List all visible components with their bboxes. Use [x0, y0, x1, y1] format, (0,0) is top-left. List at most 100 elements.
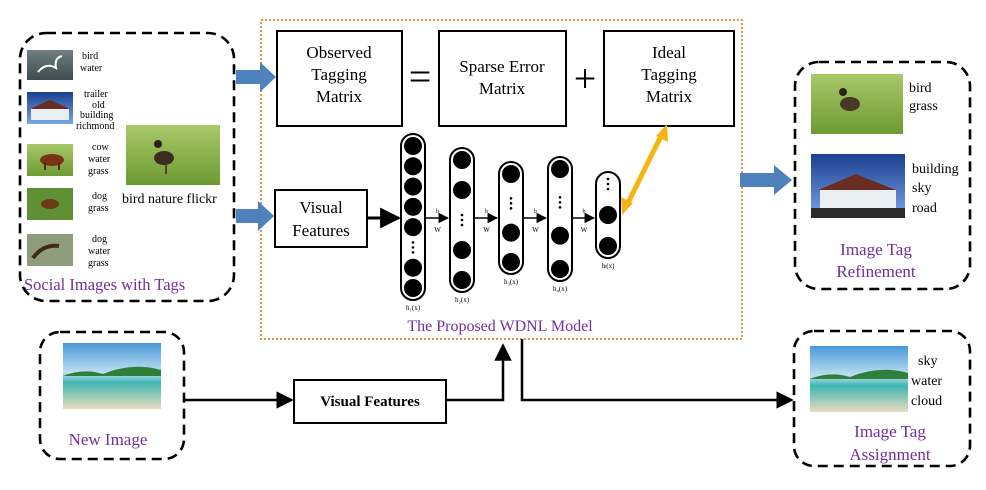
ideal-line-3: Matrix [646, 87, 693, 106]
layer-ellipsis-dot [509, 197, 513, 200]
visual-features-box [293, 379, 447, 424]
layer-1-capsule [400, 133, 426, 301]
network-node [551, 260, 569, 278]
thumb-tag: trailer [84, 89, 109, 100]
thumb-tag: cow [92, 142, 109, 153]
visual-features-label: Visual Features [320, 394, 420, 410]
network-to-ideal-arrow [621, 124, 668, 215]
layer-ellipsis-dot [606, 182, 610, 186]
observed-line-2: Tagging [311, 65, 367, 84]
dog-grass-photo [27, 188, 73, 220]
social-to-features-arrow [236, 201, 274, 231]
bias-label: b [534, 209, 537, 215]
observed-line-1: Observed [306, 43, 372, 62]
model-title: The Proposed WDNL Model [407, 318, 593, 335]
assigned-tag: sky [918, 354, 937, 369]
layer-ellipsis-dot [558, 201, 562, 204]
weight-label: W [581, 226, 588, 234]
visual-features-line-2: Features [292, 221, 350, 240]
network-node [453, 151, 471, 169]
refined-tag: bird [909, 81, 932, 96]
bird-water-photo [27, 50, 73, 80]
layer-output-label: h₁(x) [406, 304, 421, 312]
network-node [404, 197, 422, 216]
assigned-tag: cloud [911, 394, 942, 409]
layer-output-label: h₂(x) [455, 296, 470, 304]
layer-ellipsis-dot [606, 187, 610, 191]
sparse-line-1: Sparse Error [459, 57, 545, 76]
layer-ellipsis-dot [509, 207, 513, 210]
network-node [404, 218, 422, 237]
assignment-panel [792, 329, 972, 468]
bias-label: b [583, 209, 586, 215]
layer-output-label: h₄(x) [553, 285, 568, 293]
features-to-model-arrow [446, 343, 512, 402]
sparse-line-2: Matrix [479, 79, 526, 98]
layer-ellipsis-dot [411, 251, 415, 254]
dog-water-photo [27, 234, 73, 266]
layer-ellipsis-dot [460, 218, 464, 222]
layer-ellipsis-dot [606, 177, 610, 181]
assigned-tag: water [911, 374, 942, 389]
ideal-line-1: Ideal [652, 43, 686, 62]
cow-grass-photo [27, 144, 73, 176]
thumb-tag: dog [92, 234, 107, 245]
weight-label: W [483, 226, 490, 234]
assignment-beach-photo [810, 346, 908, 412]
refined-tag: sky [912, 181, 931, 196]
plus-sign: + [574, 56, 597, 101]
thumb-tag: bird [82, 51, 98, 62]
equals-sign: = [409, 54, 432, 99]
observed-line-3: Matrix [316, 87, 363, 106]
visual-features-input-box [274, 189, 368, 248]
network-node [453, 271, 471, 289]
thumb-tag: grass [88, 258, 109, 269]
model-to-refinement-arrow [740, 165, 792, 195]
refined-building-photo [811, 154, 905, 218]
network-node [404, 279, 422, 297]
new-image-label: New Image [69, 430, 148, 449]
network-node [551, 226, 569, 245]
layer-ellipsis-dot [558, 206, 562, 209]
sparse-error-box [438, 30, 567, 127]
layer-output-label: hₗ(x) [602, 262, 615, 270]
weight-label: W [532, 226, 539, 234]
network-node [551, 160, 569, 178]
refined-tag: building [912, 162, 959, 177]
layer-ellipsis-dot [411, 246, 415, 249]
layer-4-capsule [547, 156, 573, 282]
thumb-tag: building [80, 110, 113, 121]
refined-tag: road [912, 201, 937, 216]
network-node [453, 241, 471, 259]
network-node [502, 223, 520, 242]
thumb-tag: water [88, 246, 111, 257]
refined-tag: grass [909, 99, 938, 114]
visual-features-line-1: Visual [299, 198, 343, 217]
thumb-tag: grass [88, 203, 109, 214]
network-node [502, 165, 520, 183]
layer-ellipsis-dot [558, 196, 562, 199]
assignment-label-1: Image Tag [854, 422, 926, 441]
bias-label: b [485, 209, 488, 215]
social-images-label: Social Images with Tags [24, 275, 185, 294]
layer-ellipsis-dot [509, 202, 513, 205]
layer-ellipsis-dot [460, 223, 464, 227]
thumb-tag: richmond [76, 121, 114, 132]
network-node [404, 258, 422, 277]
network-node [453, 181, 471, 199]
bird-grass-photo [126, 125, 220, 185]
thumb-tag: grass [88, 166, 109, 177]
refinement-label-2: Refinement [836, 262, 916, 281]
thumb-tag: old [92, 100, 105, 111]
refinement-label-1: Image Tag [840, 240, 912, 259]
thumb-tag: dog [92, 191, 107, 202]
old-building-photo [27, 92, 73, 124]
layer-output-label: h₃(x) [504, 278, 519, 286]
network-node [404, 157, 422, 176]
network-node [502, 253, 520, 271]
social-to-observed-arrow [236, 62, 276, 92]
observed-matrix-box [276, 30, 403, 127]
new-image-panel [38, 330, 186, 461]
